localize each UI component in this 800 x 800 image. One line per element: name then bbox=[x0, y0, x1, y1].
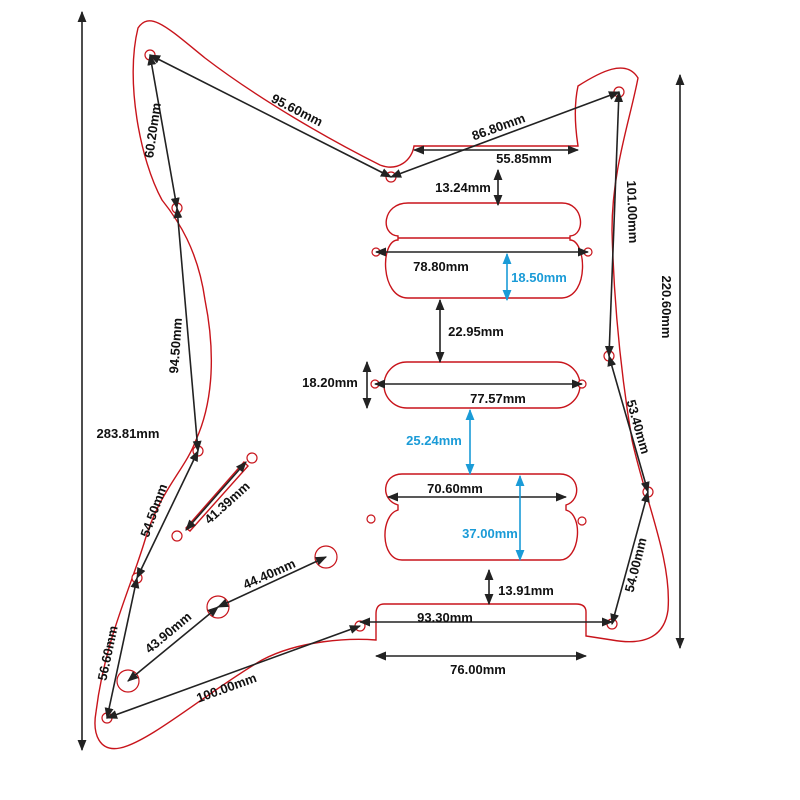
dim-line-54-50 bbox=[136, 449, 199, 580]
label-95-60: 95.60mm bbox=[269, 91, 325, 130]
label-220-60: 220.60mm bbox=[659, 276, 674, 339]
label-18-50: 18.50mm bbox=[511, 270, 567, 285]
label-55-85: 55.85mm bbox=[496, 151, 552, 166]
label-37-00: 37.00mm bbox=[462, 526, 518, 541]
screw-hole-bridge-right bbox=[577, 516, 587, 526]
label-86-80: 86.80mm bbox=[470, 110, 527, 143]
pickup-neck-rout bbox=[384, 202, 584, 299]
dim-line-100-00 bbox=[105, 625, 362, 719]
dim-line-95-60 bbox=[149, 54, 392, 178]
label-78-80: 78.80mm bbox=[413, 259, 469, 274]
dim-line-86-80 bbox=[389, 91, 621, 178]
label-77-57: 77.57mm bbox=[470, 391, 526, 406]
label-70-60: 70.60mm bbox=[427, 481, 483, 496]
label-283-81: 283.81mm bbox=[97, 426, 160, 441]
label-54-00: 54.00mm bbox=[622, 536, 650, 594]
label-53-40: 53.40mm bbox=[623, 398, 653, 456]
dim-line-44-40 bbox=[216, 556, 328, 608]
label-22-95: 22.95mm bbox=[448, 324, 504, 339]
label-18-20: 18.20mm bbox=[302, 375, 358, 390]
label-76-00: 76.00mm bbox=[450, 662, 506, 677]
switch-slot-end-bottom bbox=[171, 530, 183, 542]
dim-line-53-40 bbox=[607, 354, 650, 494]
label-93-30: 93.30mm bbox=[417, 610, 473, 625]
label-13-24: 13.24mm bbox=[435, 180, 491, 195]
label-54-50: 54.50mm bbox=[137, 482, 170, 539]
label-60-20: 60.20mm bbox=[141, 102, 164, 159]
label-94-50: 94.50mm bbox=[166, 317, 185, 374]
dim-line-54-00 bbox=[610, 490, 650, 626]
switch-slot-end-top bbox=[246, 452, 258, 464]
dim-line-101-00 bbox=[604, 90, 624, 358]
dim-line-94-50 bbox=[173, 206, 202, 453]
label-25-24: 25.24mm bbox=[406, 433, 462, 448]
dim-line-60-20 bbox=[147, 53, 180, 210]
screw-hole-bridge-left bbox=[366, 514, 376, 524]
label-13-91: 13.91mm bbox=[498, 583, 554, 598]
label-101-00: 101.00mm bbox=[624, 180, 641, 243]
